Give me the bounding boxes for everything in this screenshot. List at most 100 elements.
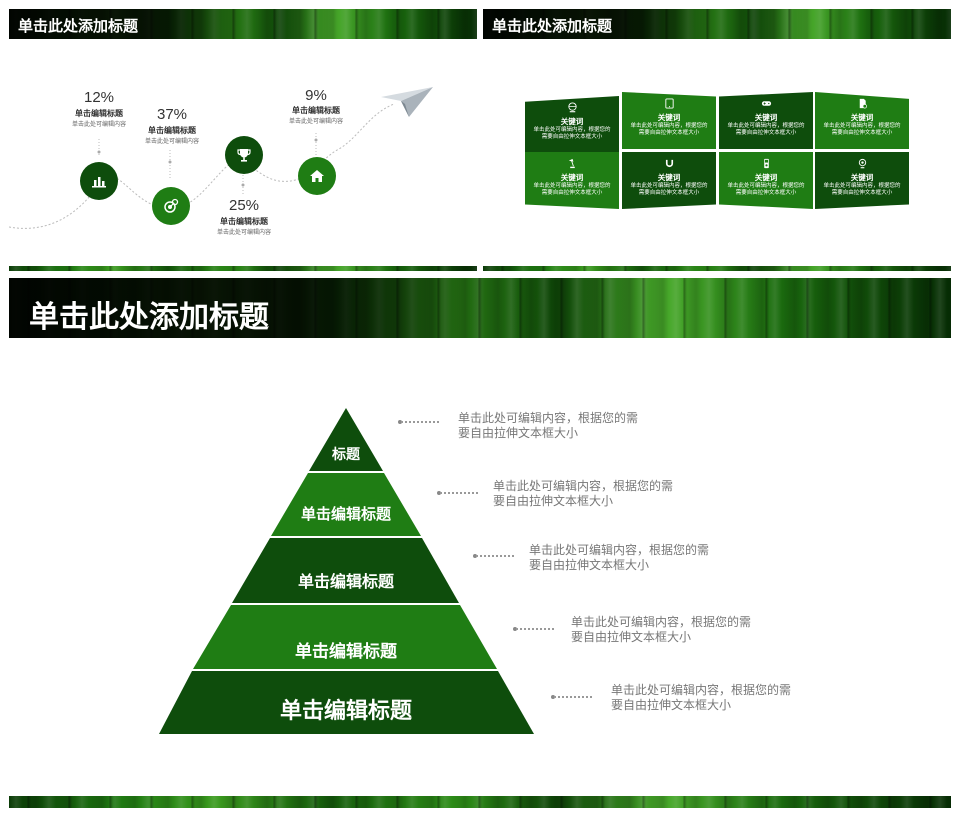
stat-2-percent: 37%: [156, 106, 188, 123]
leader-line-2: [440, 492, 478, 494]
keyword-card-6-desc: 单击此处可编辑内容，根据您的需要自由拉伸文本框大小: [630, 183, 708, 196]
leader-line-5: [554, 696, 592, 698]
slide-3[interactable]: 单击此处添加标题 标题 单击编辑标题 单击编辑标题 单击编辑标题 单击编辑标题 …: [9, 278, 951, 808]
slide-2-title: 单击此处添加标题: [492, 18, 613, 35]
bar-chart-icon: [92, 177, 106, 188]
slide-2[interactable]: 单击此处添加标题 关键词 单击此处可编辑内容，根据您的需要自由拉伸文本框大小 关…: [483, 9, 951, 271]
keyword-card-6[interactable]: 关键词 单击此处可编辑内容，根据您的需要自由拉伸文本框大小: [622, 152, 716, 209]
keyword-card-2-title: 关键词: [657, 113, 681, 122]
stat-2-title: 单击编辑标题: [148, 126, 196, 135]
keyword-card-6-title: 关键词: [657, 173, 681, 182]
leader-line-1: [401, 421, 439, 423]
slide-1[interactable]: 单击此处添加标题 12% 单击编辑标题 单击此处可编辑内容 37% 单击编辑标题…: [9, 9, 477, 271]
slide-1-footer-band: [9, 266, 477, 271]
description-2-line-2: 要自由拉伸文本框大小: [493, 494, 614, 508]
magnet-icon: [665, 159, 673, 168]
keyword-card-5-title: 关键词: [560, 173, 584, 182]
stat-1-node[interactable]: [80, 162, 118, 200]
slide-2-header-band: 单击此处添加标题: [483, 9, 951, 39]
keyword-card-7[interactable]: 关键词 单击此处可编辑内容，根据您的需要自由拉伸文本框大小: [719, 152, 813, 209]
description-4-line-1: 单击此处可编辑内容，根据您的需: [571, 615, 752, 629]
leader-dot-1: [398, 420, 402, 424]
slide-3-title-bar: [9, 278, 529, 338]
keyword-card-7-title: 关键词: [754, 173, 778, 182]
document-icon: [859, 98, 867, 109]
pyramid-label-5: 单击编辑标题: [279, 698, 412, 723]
stat-3-title: 单击编辑标题: [220, 217, 268, 226]
keyword-card-2-desc: 单击此处可编辑内容，根据您的需要自由拉伸文本框大小: [630, 123, 708, 136]
description-1-line-2: 要自由拉伸文本框大小: [458, 426, 579, 440]
slide-2-footer-band: [483, 266, 951, 271]
stat-3-desc: 单击此处可编辑内容: [216, 230, 271, 236]
keyword-card-4-desc: 单击此处可编辑内容，根据您的需要自由拉伸文本框大小: [823, 123, 901, 136]
leader-dot-3: [473, 554, 477, 558]
description-2: 单击此处可编辑内容，根据您的需 要自由拉伸文本框大小: [493, 479, 673, 509]
stat-4-title: 单击编辑标题: [292, 106, 340, 115]
leader-line-4: [516, 628, 554, 630]
keyword-card-4[interactable]: 关键词 单击此处可编辑内容，根据您的需要自由拉伸文本框大小: [815, 92, 909, 149]
stat-2-desc: 单击此处可编辑内容: [144, 139, 199, 145]
description-1-line-1: 单击此处可编辑内容，根据您的需: [458, 411, 639, 425]
ipod-icon: [763, 158, 769, 169]
keyword-card-5-desc: 单击此处可编辑内容，根据您的需要自由拉伸文本框大小: [533, 183, 611, 196]
keyword-card-8-desc: 单击此处可编辑内容，根据您的需要自由拉伸文本框大小: [823, 183, 901, 196]
pyramid-tier-2[interactable]: [271, 473, 421, 536]
pyramid-tier-4[interactable]: [193, 605, 497, 669]
pyramid-tier-5[interactable]: [159, 671, 534, 734]
description-5: 单击此处可编辑内容，根据您的需 要自由拉伸文本框大小: [611, 683, 791, 713]
keyword-card-8[interactable]: 关键词 单击此处可编辑内容，根据您的需要自由拉伸文本框大小: [815, 152, 909, 209]
gamepad-icon: [761, 101, 771, 106]
slide-3-footer-band: [9, 796, 951, 808]
stat-4-percent: 9%: [305, 87, 327, 104]
leader-dot-4: [513, 627, 517, 631]
keyword-card-1-desc: 单击此处可编辑内容，根据您的需要自由拉伸文本框大小: [533, 127, 611, 140]
keyword-card-3[interactable]: 关键词 单击此处可编辑内容，根据您的需要自由拉伸文本框大小: [719, 92, 813, 149]
pyramid-label-3: 单击编辑标题: [297, 574, 394, 591]
slide-3-header-band: 单击此处添加标题: [9, 278, 951, 338]
lamp-icon: [568, 158, 575, 169]
pyramid-tier-1[interactable]: [309, 408, 383, 471]
keyword-card-8-title: 关键词: [850, 173, 874, 182]
keyword-card-1[interactable]: 关键词 单击此处可编辑内容，根据您的需要自由拉伸文本框大小: [525, 96, 619, 153]
stat-1-desc: 单击此处可编辑内容: [71, 122, 126, 128]
pyramid-label-4: 单击编辑标题: [295, 642, 397, 661]
slide-2-title-bar: [483, 9, 733, 39]
leader-line-3: [476, 555, 514, 557]
pyramid-label-2: 单击编辑标题: [300, 506, 391, 523]
description-3-line-2: 要自由拉伸文本框大小: [529, 558, 650, 572]
description-4-line-2: 要自由拉伸文本框大小: [571, 630, 692, 644]
stat-2-node[interactable]: [152, 187, 190, 225]
pyramid-tier-3[interactable]: [232, 538, 459, 603]
description-4: 单击此处可编辑内容，根据您的需 要自由拉伸文本框大小: [571, 615, 751, 645]
description-2-line-1: 单击此处可编辑内容，根据您的需: [493, 479, 674, 493]
description-3: 单击此处可编辑内容，根据您的需 要自由拉伸文本框大小: [529, 543, 709, 573]
slide-1-title-bar: [9, 9, 259, 39]
leader-dot-2: [437, 491, 441, 495]
slide-1-title: 单击此处添加标题: [18, 18, 139, 35]
description-5-line-2: 要自由拉伸文本框大小: [611, 698, 732, 712]
description-3-line-1: 单击此处可编辑内容，根据您的需: [529, 543, 710, 557]
keyword-card-2[interactable]: 关键词 单击此处可编辑内容，根据您的需要自由拉伸文本框大小: [622, 92, 716, 149]
leader-dot-5: [551, 695, 555, 699]
paper-plane-icon: [381, 87, 433, 117]
keyword-card-3-title: 关键词: [754, 113, 778, 122]
stat-4-node[interactable]: [298, 157, 336, 195]
description-1: 单击此处可编辑内容，根据您的需 要自由拉伸文本框大小: [458, 411, 638, 441]
target-gear-icon: [164, 198, 179, 213]
stat-1-title: 单击编辑标题: [75, 109, 123, 118]
trophy-icon: [237, 149, 251, 162]
keyword-card-5[interactable]: 关键词 单击此处可编辑内容，根据您的需要自由拉伸文本框大小: [525, 152, 619, 209]
stat-3-node[interactable]: [225, 136, 263, 174]
slide-1-header-band: 单击此处添加标题: [9, 9, 477, 39]
slide-3-title: 单击此处添加标题: [29, 301, 269, 334]
globe-icon: [567, 102, 577, 113]
stat-4-desc: 单击此处可编辑内容: [288, 119, 343, 125]
pyramid-label-1: 标题: [332, 446, 360, 462]
house-icon: [310, 170, 324, 182]
keyword-card-1-title: 关键词: [560, 117, 584, 126]
stat-1-percent: 12%: [83, 89, 115, 106]
description-5-line-1: 单击此处可编辑内容，根据您的需: [611, 683, 792, 697]
keyword-card-4-title: 关键词: [850, 113, 874, 122]
keyword-card-3-desc: 单击此处可编辑内容，根据您的需要自由拉伸文本框大小: [727, 123, 805, 136]
keyword-card-7-desc: 单击此处可编辑内容，根据您的需要自由拉伸文本框大小: [727, 183, 805, 196]
